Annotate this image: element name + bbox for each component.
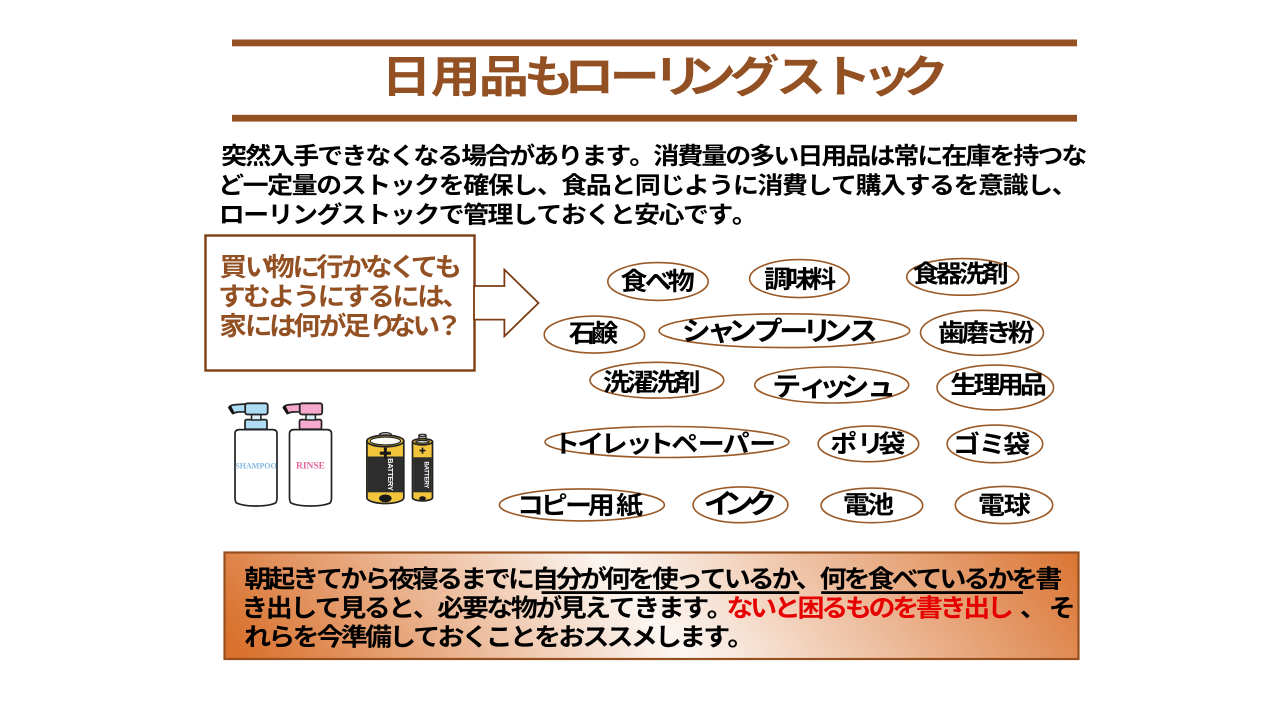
svg-text:SHAMPOO: SHAMPOO [235, 462, 276, 471]
svg-text:BATTERY: BATTERY [386, 458, 395, 491]
svg-text:RINSE: RINSE [296, 462, 325, 472]
svg-text:BATTERY: BATTERY [423, 461, 430, 488]
